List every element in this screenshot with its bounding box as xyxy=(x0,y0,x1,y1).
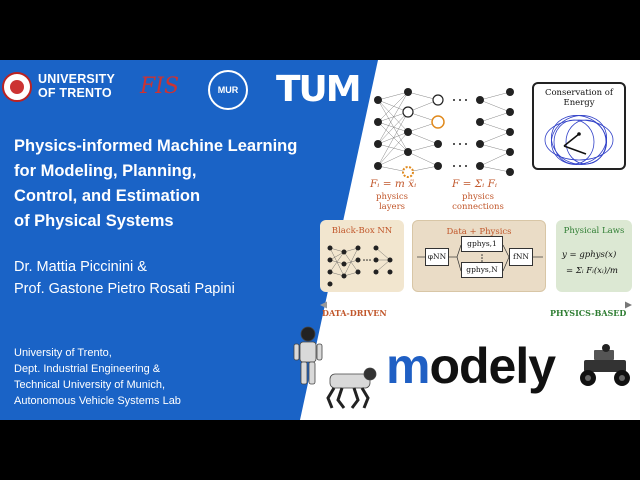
title-line: Control, and Estimation xyxy=(14,187,201,205)
fis-logo: FIS xyxy=(140,74,180,99)
blue-panel: UNIVERSITY OF TRENTO FIS MUR TUM Physics… xyxy=(0,60,640,420)
physical-laws-title: Physical Laws xyxy=(563,226,625,236)
physics-connections-label: physics connections xyxy=(452,192,504,212)
data-physics-panel: Data + Physics φNN gphys,1 gphys,N fNN xyxy=(412,220,546,292)
humanoid-and-quadruped-robot-image xyxy=(293,326,377,409)
black-box-nn-title: Black-Box NN xyxy=(331,226,393,236)
f-nn-block: fNN xyxy=(509,248,533,266)
hybrid-model-connectors xyxy=(417,244,543,272)
physics-connections-equation: F = Σᵢ Fᵢ xyxy=(452,178,498,190)
physics-layers-label: physics layers xyxy=(376,192,408,212)
modely-logo-m: m xyxy=(386,338,430,394)
talk-title: Physics-informed Machine Learning for Mo… xyxy=(14,134,344,234)
modely-logo: modely xyxy=(386,338,556,394)
title-line: for Modeling, Planning, xyxy=(14,162,197,180)
conservation-of-energy-box: Conservation of Energy xyxy=(532,82,626,170)
phi-nn-block: φNN xyxy=(425,248,449,266)
physics-layers-equation: Fᵢ = m ẍᵢ xyxy=(370,178,417,190)
physical-law-equation-2: = Σᵢ Fᵢ(xᵢ)/m xyxy=(566,266,618,276)
data-driven-label: DATA-DRIVEN xyxy=(322,308,387,318)
logo-text-line-2: OF TRENTO xyxy=(38,86,112,100)
university-of-trento-logo: UNIVERSITY OF TRENTO xyxy=(2,70,122,106)
data-to-physics-arrow xyxy=(320,301,632,309)
g-phys-n-block: gphys,N xyxy=(461,262,503,278)
modely-logo-text: odely xyxy=(429,338,556,394)
black-box-network-icon xyxy=(327,245,393,287)
autonomous-rc-car-image xyxy=(580,344,630,386)
g-phys-1-block: gphys,1 xyxy=(461,236,503,252)
data-physics-title: Data + Physics xyxy=(413,227,545,237)
affiliation-line: University of Trento, xyxy=(14,347,112,359)
physics-based-label: PHYSICS-BASED xyxy=(550,308,627,318)
author-line: Dr. Mattia Piccinini & xyxy=(14,259,147,275)
energy-title-line-2: Energy xyxy=(563,98,595,108)
affiliation-line: Autonomous Vehicle Systems Lab xyxy=(14,395,181,407)
authors: Dr. Mattia Piccinini & Prof. Gastone Pie… xyxy=(14,256,235,300)
affiliation: University of Trento, Dept. Industrial E… xyxy=(14,345,181,409)
data-physics-title-text: Data + Physics xyxy=(446,227,512,237)
energy-title-line-1: Conservation of xyxy=(544,88,614,98)
logo-text-line-1: UNIVERSITY xyxy=(38,72,116,86)
pendulum-trajectory-icon xyxy=(544,115,614,165)
title-line: Physics-informed Machine Learning xyxy=(14,137,298,155)
affiliation-line: Technical University of Munich, xyxy=(14,379,166,391)
physics-neural-network-diagram xyxy=(374,88,514,178)
mur-logo: MUR xyxy=(208,70,248,110)
slide: UNIVERSITY OF TRENTO FIS MUR TUM Physics… xyxy=(0,60,640,420)
black-box-nn-panel: Black-Box NN xyxy=(320,220,404,292)
author-line: Prof. Gastone Pietro Rosati Papini xyxy=(14,281,235,297)
blue-background xyxy=(0,60,378,420)
title-line: of Physical Systems xyxy=(14,212,174,230)
physical-law-equation-1: y = gphys(x) xyxy=(562,250,617,260)
trento-seal-icon xyxy=(2,72,32,102)
physical-laws-panel: Physical Laws y = gphys(x) = Σᵢ Fᵢ(xᵢ)/m xyxy=(556,220,632,292)
tum-logo: TUM xyxy=(276,69,362,110)
affiliation-line: Dept. Industrial Engineering & xyxy=(14,363,161,375)
